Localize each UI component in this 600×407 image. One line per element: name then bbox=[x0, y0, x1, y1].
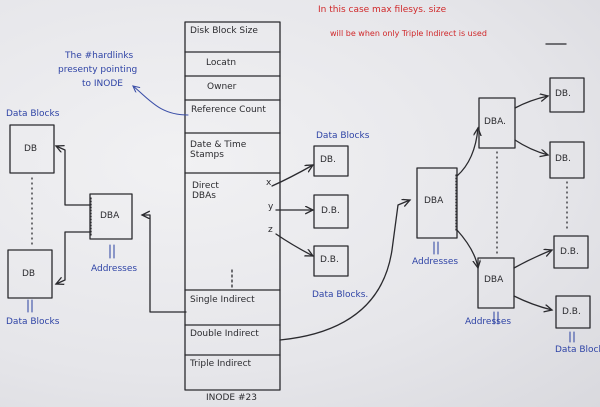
single-indirect-heading: Data Blocks bbox=[6, 109, 60, 119]
note-blue-line2: presenty pointing bbox=[58, 65, 138, 75]
double-indirect-block-2: DB. bbox=[555, 154, 571, 164]
single-indirect-dba: DBA bbox=[100, 211, 120, 221]
double-indirect-footer: Data Blocks bbox=[555, 345, 600, 355]
inode-field-location: Locatn bbox=[206, 58, 237, 68]
double-indirect-addresses-2: Addresses bbox=[465, 317, 512, 327]
double-indirect-dba-main: DBA bbox=[424, 196, 444, 206]
direct-blocks-footer: Data Blocks. bbox=[312, 290, 369, 300]
inode-field-direct-dbas: Direct DBAs bbox=[192, 181, 219, 201]
note-red-line1: In this case max filesys. size bbox=[318, 5, 447, 15]
direct-marker-z: z bbox=[268, 225, 273, 235]
double-indirect-addresses-1: Addresses bbox=[412, 257, 459, 267]
inode-field-double-indirect: Double Indirect bbox=[190, 329, 259, 339]
single-indirect-block-1: DB bbox=[24, 144, 38, 154]
direct-arrows bbox=[271, 165, 313, 256]
double-indirect-block-3: D.B. bbox=[560, 247, 579, 257]
direct-blocks-heading: Data Blocks bbox=[316, 131, 370, 141]
direct-block-2: D.B. bbox=[321, 206, 340, 216]
note-blue-line1: The #hardlinks bbox=[65, 51, 134, 61]
note-arrow bbox=[133, 86, 189, 116]
single-indirect-addresses: Addresses bbox=[91, 264, 138, 274]
single-indirect-lines bbox=[7, 124, 187, 313]
direct-block-1: DB. bbox=[320, 155, 336, 165]
single-indirect-footer: Data Blocks bbox=[6, 317, 60, 327]
double-indirect-lines bbox=[279, 43, 591, 343]
direct-marker-x: x bbox=[266, 178, 272, 188]
double-indirect-block-4: D.B. bbox=[562, 307, 581, 317]
inode-field-reference-count: Reference Count bbox=[191, 105, 266, 115]
inode-field-owner: Owner bbox=[207, 82, 237, 92]
note-red-line2: will be when only Triple Indirect is use… bbox=[330, 29, 487, 38]
inode-caption: INODE #23 bbox=[206, 393, 257, 403]
direct-marker-y: y bbox=[268, 202, 274, 212]
double-indirect-dba-upper: DBA. bbox=[484, 117, 506, 127]
direct-data-blocks bbox=[313, 145, 349, 277]
direct-block-3: D.B. bbox=[320, 255, 339, 265]
double-indirect-block-1: DB. bbox=[555, 89, 571, 99]
inode-field-triple-indirect: Triple Indirect bbox=[190, 359, 252, 369]
inode-field-single-indirect: Single Indirect bbox=[190, 295, 255, 305]
inode-field-date-time: Date & Time Stamps bbox=[190, 140, 247, 160]
note-blue-line3: to INODE bbox=[82, 79, 123, 89]
inode-field-disk-block-size: Disk Block Size bbox=[190, 26, 258, 36]
double-indirect-dba-lower: DBA bbox=[484, 275, 504, 285]
single-indirect-block-2: DB bbox=[22, 269, 36, 279]
inode-table bbox=[184, 21, 281, 391]
